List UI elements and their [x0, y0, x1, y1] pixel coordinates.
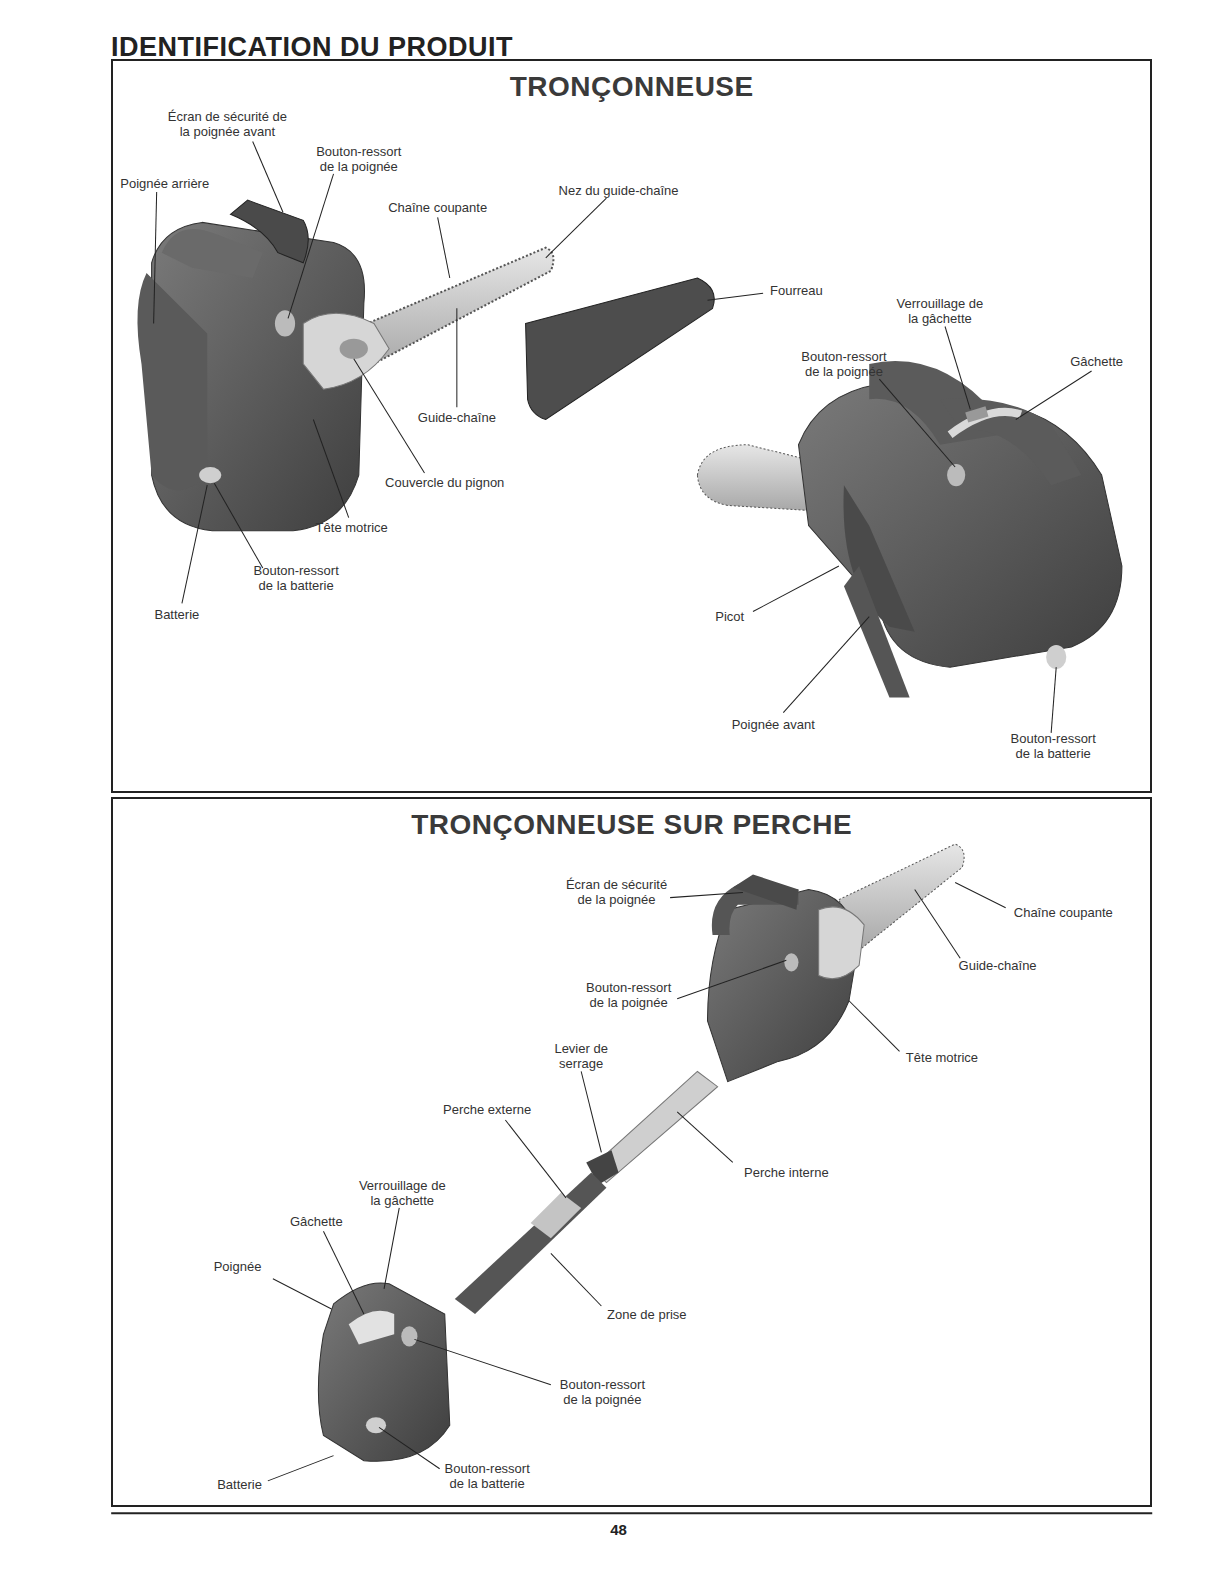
part-label: Écran de sécurité de la poignée — [561, 877, 672, 907]
chainsaw-right — [697, 361, 1122, 697]
part-label: Batterie — [217, 1476, 262, 1491]
part-label: Guide-chaîne — [959, 958, 1037, 973]
part-label: Poignée avant — [732, 716, 815, 731]
part-label: Gâchette — [1070, 353, 1123, 368]
part-label: Bouton-ressort de la batterie — [438, 1461, 537, 1491]
part-label: Bouton-ressort de la batterie — [1004, 731, 1103, 761]
part-label: Perche externe — [443, 1101, 531, 1116]
part-label: Écran de sécurité de la poignée avant — [168, 109, 287, 139]
part-label: Verrouillage de la gâchette — [894, 296, 985, 326]
section-box: TRONÇONNEUSE — [111, 59, 1152, 794]
page-number: 48 — [610, 1522, 627, 1537]
part-label: Chaîne coupante — [1014, 904, 1113, 919]
part-label: Verrouillage de la gâchette — [357, 1178, 448, 1208]
part-label: Picot — [715, 608, 744, 623]
part-label: Perche interne — [744, 1165, 829, 1180]
section-title: TRONÇONNEUSE — [113, 71, 1150, 103]
part-label: Nez du guide-chaîne — [559, 183, 679, 198]
part-label: Gâchette — [290, 1213, 343, 1228]
part-label: Poignée — [214, 1259, 262, 1274]
part-label: Chaîne coupante — [388, 200, 487, 215]
part-label: Bouton-ressort de la poignée — [310, 144, 407, 174]
part-label: Batterie — [154, 606, 199, 621]
part-label: Fourreau — [770, 283, 823, 298]
part-label: Bouton-ressort de la poignée — [554, 1377, 651, 1407]
part-label: Tête motrice — [316, 519, 388, 534]
part-label: Tête motrice — [906, 1050, 978, 1065]
part-label: Levier de serrage — [549, 1041, 614, 1071]
part-label: Bouton-ressort de la poignée — [580, 980, 677, 1010]
part-label: Couvercle du pignon — [385, 475, 504, 490]
part-label: Poignée arrière — [120, 175, 209, 190]
part-label: Bouton-ressort de la poignée — [795, 349, 892, 379]
part-label: Bouton-ressort de la batterie — [247, 563, 346, 593]
pole-saw — [318, 844, 964, 1461]
part-label: Zone de prise — [607, 1306, 687, 1321]
section-title: TRONÇONNEUSE SUR PERCHE — [113, 809, 1150, 841]
chainsaw-left — [137, 200, 714, 531]
page-rule — [111, 1512, 1152, 1514]
part-label: Guide-chaîne — [418, 410, 496, 425]
